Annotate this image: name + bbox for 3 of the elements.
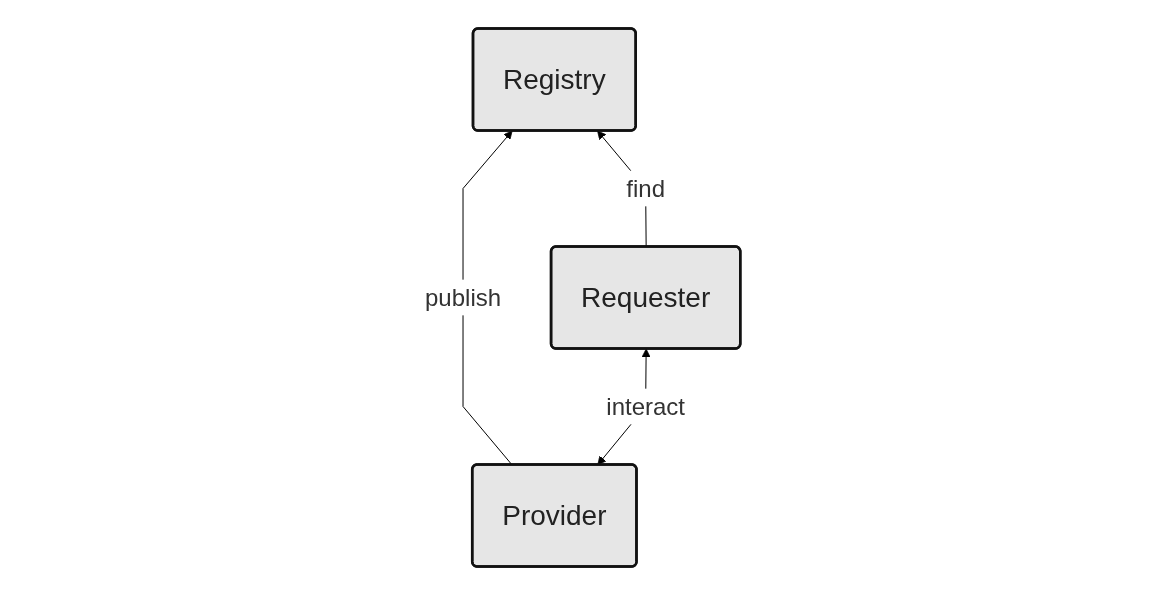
edge-label: find xyxy=(626,174,665,202)
edge-label: publish xyxy=(424,283,501,311)
edge-label: interact xyxy=(606,392,685,420)
